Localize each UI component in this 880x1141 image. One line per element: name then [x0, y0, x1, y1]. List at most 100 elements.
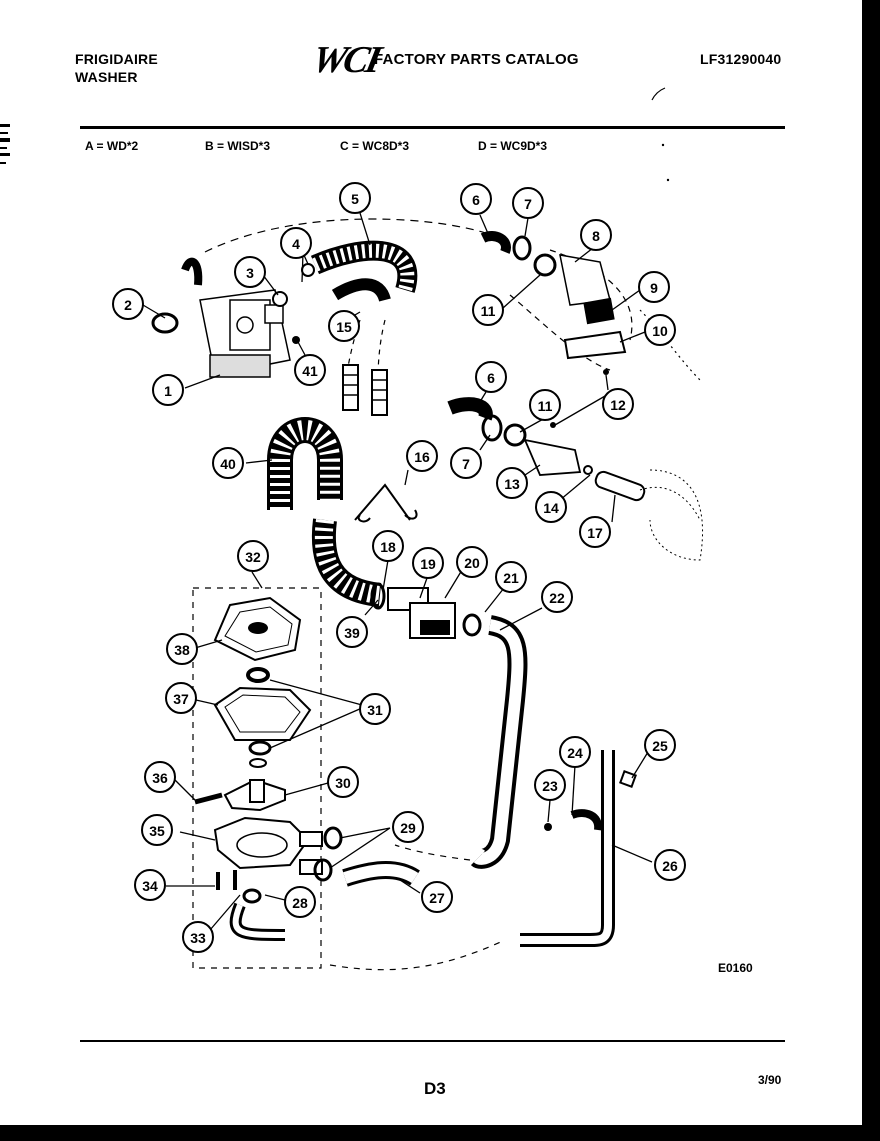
header-divider — [80, 126, 785, 129]
callout-label: 6 — [472, 192, 480, 208]
callout-label: 37 — [173, 691, 189, 707]
callout-1: 1 — [152, 374, 184, 406]
callout-label: 39 — [344, 625, 360, 641]
catalog-title: FACTORY PARTS CATALOG — [374, 51, 579, 68]
water-valve-part — [199, 289, 291, 378]
callout-label: 1 — [164, 383, 172, 399]
product-type: WASHER — [75, 69, 138, 85]
callout-16: 16 — [406, 440, 438, 472]
callout-31: 31 — [359, 693, 391, 725]
callout-36: 36 — [144, 761, 176, 793]
callout-10: 10 — [644, 314, 676, 346]
callout-label: 28 — [292, 895, 308, 911]
callout-label: 13 — [504, 476, 520, 492]
callout-35: 35 — [141, 814, 173, 846]
callout-4: 4 — [280, 227, 312, 259]
callout-label: 21 — [503, 570, 519, 586]
callout-label: 17 — [587, 525, 603, 541]
callout-6: 6 — [460, 183, 492, 215]
callout-label: 12 — [610, 397, 626, 413]
callout-label: 20 — [464, 555, 480, 571]
catalog-number: LF31290040 — [700, 51, 782, 67]
callout-label: 6 — [487, 370, 495, 386]
callout-14: 14 — [535, 491, 567, 523]
callout-29: 29 — [392, 811, 424, 843]
callout-label: 27 — [429, 890, 445, 906]
binding-mark — [0, 124, 10, 164]
callout-label: 16 — [414, 449, 430, 465]
callout-20: 20 — [456, 546, 488, 578]
callout-19: 19 — [412, 547, 444, 579]
callout-12: 12 — [602, 388, 634, 420]
callout-label: 24 — [567, 745, 583, 761]
callout-label: 34 — [142, 878, 158, 894]
callout-6: 6 — [475, 361, 507, 393]
callout-41: 41 — [294, 354, 326, 386]
callout-label: 7 — [524, 196, 532, 212]
revision-date: 3/90 — [758, 1073, 782, 1087]
callout-label: 11 — [538, 398, 553, 414]
callout-26: 26 — [654, 849, 686, 881]
callout-label: 11 — [481, 303, 496, 319]
callout-label: 19 — [420, 556, 436, 572]
callout-label: 7 — [462, 456, 470, 472]
callout-33: 33 — [182, 921, 214, 953]
callout-28: 28 — [284, 886, 316, 918]
callout-label: 14 — [543, 500, 559, 516]
callout-label: 26 — [662, 858, 678, 874]
callout-label: 15 — [336, 319, 352, 335]
callout-label: 3 — [246, 265, 254, 281]
footer-divider — [80, 1040, 785, 1042]
callout-label: 18 — [380, 539, 396, 555]
callout-22: 22 — [541, 581, 573, 613]
callout-label: 25 — [652, 738, 668, 754]
legend-item-a: A = WD*2 — [85, 139, 139, 153]
callout-label: 33 — [190, 930, 206, 946]
callout-label: 8 — [592, 228, 600, 244]
callout-21: 21 — [495, 561, 527, 593]
callout-label: 35 — [149, 823, 165, 839]
callout-label: 41 — [302, 363, 318, 379]
callout-27: 27 — [421, 881, 453, 913]
legend-item-c: C = WC8D*3 — [340, 139, 410, 153]
page-number: D3 — [424, 1079, 446, 1098]
callout-40: 40 — [212, 447, 244, 479]
callout-label: 29 — [400, 820, 416, 836]
brand-block: FRIGIDAIRE WASHER — [75, 50, 158, 86]
callout-label: 23 — [542, 778, 558, 794]
callout-13: 13 — [496, 467, 528, 499]
callout-11: 11 — [529, 389, 561, 421]
callout-18: 18 — [372, 530, 404, 562]
callout-34: 34 — [134, 869, 166, 901]
callout-label: 9 — [650, 280, 658, 296]
callout-5: 5 — [339, 182, 371, 214]
callout-9: 9 — [638, 271, 670, 303]
callout-39: 39 — [336, 616, 368, 648]
callout-label: 5 — [351, 191, 359, 207]
drawing-code: E0160 — [718, 961, 753, 975]
callout-15: 15 — [328, 310, 360, 342]
callout-32: 32 — [237, 540, 269, 572]
callout-label: 32 — [245, 549, 261, 565]
callout-24: 24 — [559, 736, 591, 768]
callout-8: 8 — [580, 219, 612, 251]
callout-7: 7 — [512, 187, 544, 219]
legend-item-d: D = WC9D*3 — [478, 139, 548, 153]
callout-label: 38 — [174, 642, 190, 658]
callout-2: 2 — [112, 288, 144, 320]
legend-item-b: B = WISD*3 — [205, 139, 271, 153]
callout-3: 3 — [234, 256, 266, 288]
callout-17: 17 — [579, 516, 611, 548]
callout-38: 38 — [166, 633, 198, 665]
callout-7: 7 — [450, 447, 482, 479]
callout-label: 22 — [549, 590, 565, 606]
callout-25: 25 — [644, 729, 676, 761]
callout-label: 10 — [652, 323, 668, 339]
callout-label: 30 — [335, 775, 351, 791]
callout-23: 23 — [534, 769, 566, 801]
callout-label: 36 — [152, 770, 168, 786]
callout-30: 30 — [327, 766, 359, 798]
callout-label: 40 — [220, 456, 236, 472]
